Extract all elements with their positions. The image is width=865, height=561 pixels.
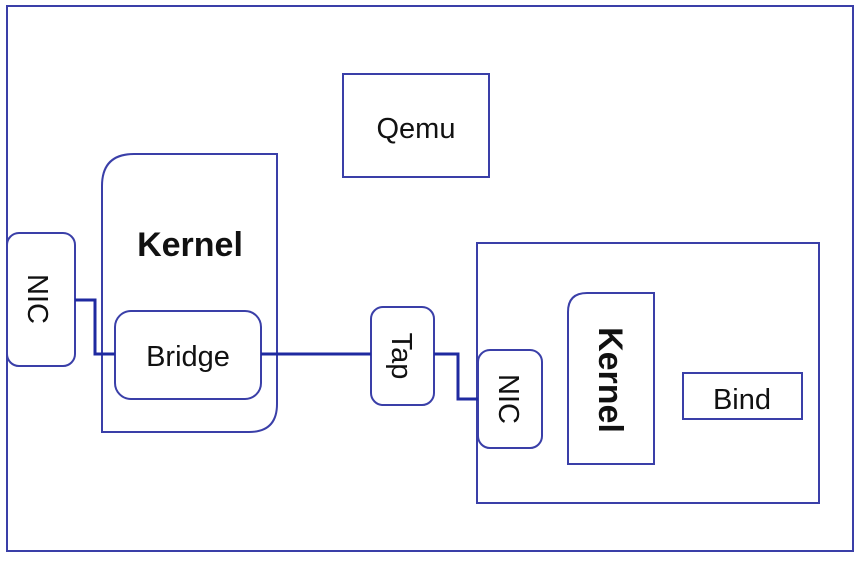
tap-to-guest-nic-link: [434, 352, 478, 401]
bind-box: Bind: [682, 372, 803, 420]
guest-kernel-label: Kernel: [591, 327, 629, 433]
qemu-box-outline: [342, 73, 490, 178]
tap-label: Tap: [385, 333, 417, 380]
qemu-label: Qemu: [377, 113, 456, 145]
host-kernel-outline: [101, 153, 278, 433]
host-nic-box: NIC: [6, 232, 76, 367]
guest-kernel-outline: [567, 292, 655, 465]
host-nic-label: NIC: [21, 274, 53, 324]
host-frame: [6, 5, 854, 552]
bridge-label: Bridge: [146, 341, 230, 373]
guest-nic-label: NIC: [492, 374, 524, 424]
qemu-box: Qemu: [342, 73, 490, 178]
bind-label: Bind: [713, 384, 771, 416]
guest-kernel-box: Kernel: [567, 292, 655, 465]
host-kernel-box: Kernel: [101, 153, 278, 433]
host-kernel-label: Kernel: [137, 226, 243, 264]
tap-box: Tap: [370, 306, 435, 406]
tap-outline: [370, 306, 435, 406]
bind-outline: [682, 372, 803, 420]
guest-nic-box: NIC: [477, 349, 543, 449]
nic-to-bridge-link: [75, 298, 115, 356]
bridge-box: Bridge: [114, 310, 262, 400]
